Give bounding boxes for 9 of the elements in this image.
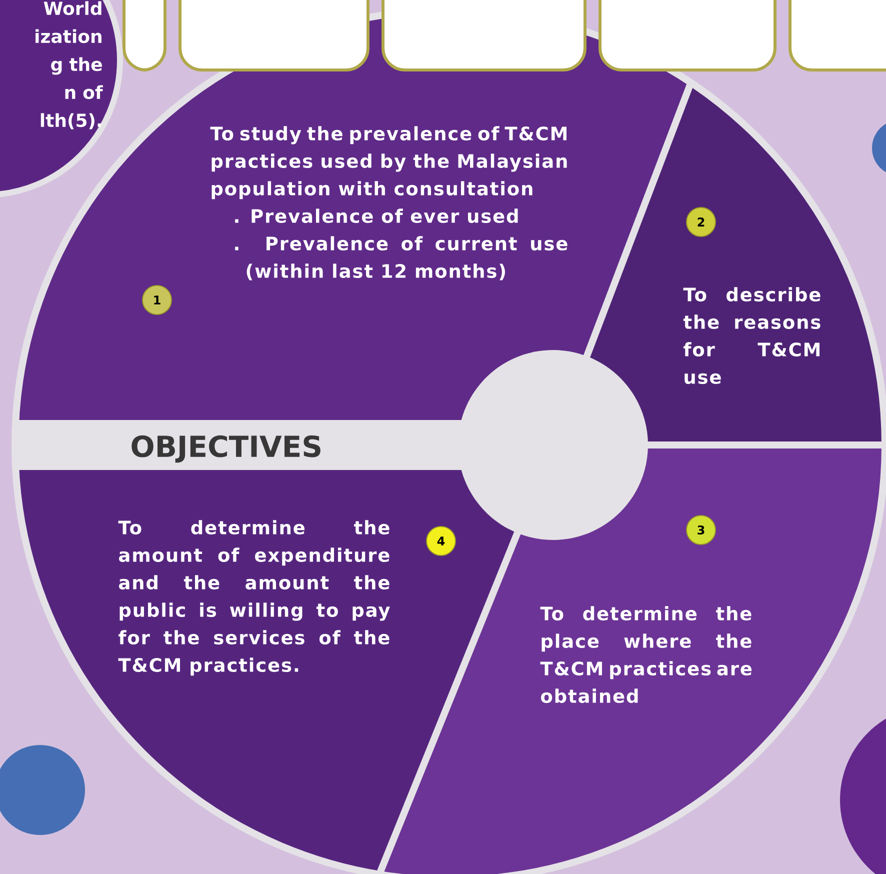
- rounded-box: [598, 0, 776, 72]
- rounded-box: [178, 0, 370, 72]
- number-badge: 2: [686, 207, 716, 237]
- rounded-box: [122, 0, 166, 72]
- rounded-box: [788, 0, 886, 72]
- rounded-box: [382, 0, 586, 72]
- number-badge: 3: [686, 515, 716, 545]
- number-badge: 1: [142, 285, 172, 315]
- number-badge: 4: [426, 526, 456, 556]
